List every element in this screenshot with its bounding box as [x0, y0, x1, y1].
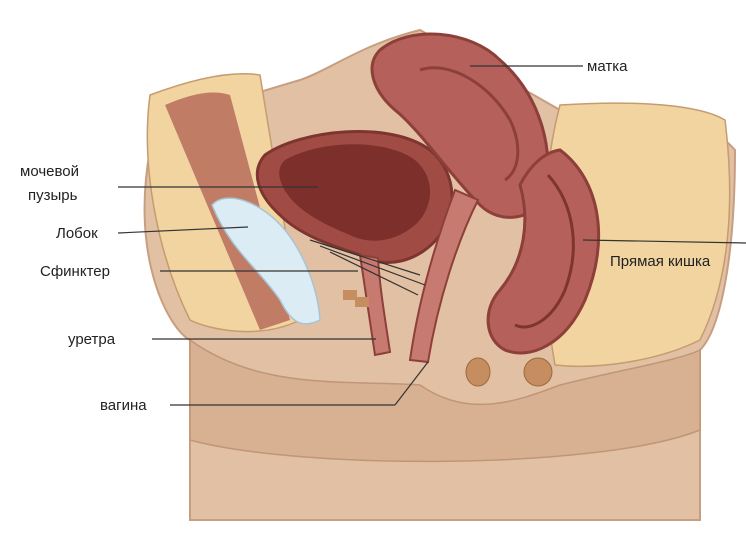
label-pubis: Лобок [56, 225, 98, 242]
sphincter-tissue-2 [355, 297, 369, 307]
label-bladder-line1: мочевой [20, 163, 79, 180]
anal-canal-left [466, 358, 490, 386]
label-rectum: Прямая кишка [610, 253, 711, 270]
label-sphincter: Сфинктер [40, 263, 110, 280]
anal-canal-right [524, 358, 552, 386]
sphincter-tissue [343, 290, 357, 300]
label-urethra: уретра [68, 331, 116, 348]
label-uterus: матка [587, 58, 628, 75]
label-vagina: вагина [100, 397, 147, 414]
label-bladder-line2: пузырь [28, 187, 78, 204]
